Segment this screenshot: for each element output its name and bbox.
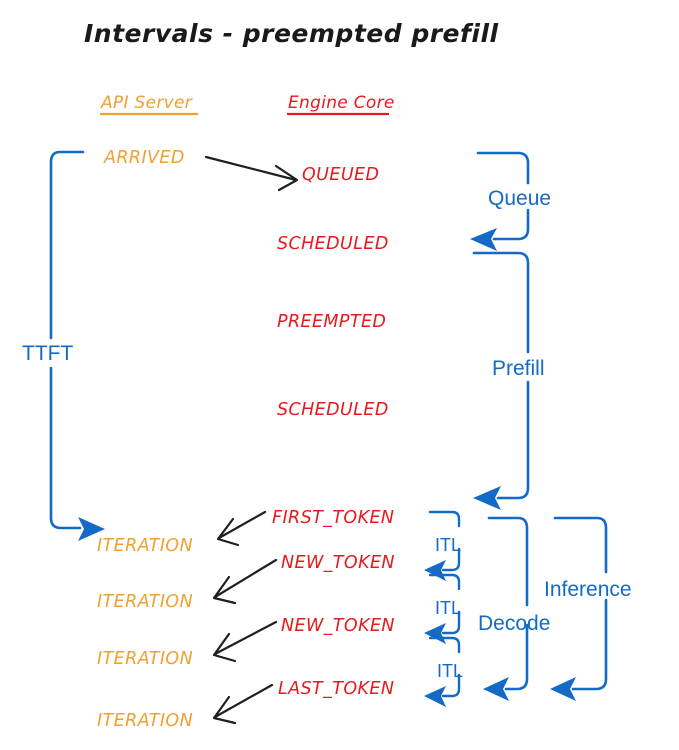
arrow-first-token-to-iteration [216,510,267,547]
ttft-arrowhead [78,517,105,541]
event-new-token-2: NEW_TOKEN [281,616,395,636]
event-queued: QUEUED [302,165,379,185]
arrow-new-token-2-to-iteration [212,620,278,663]
prefill-arrowhead [473,486,501,510]
interval-bracket-queue [470,151,530,251]
arrow-new-token-1-to-iteration [212,558,278,605]
interval-label-itl-2: ITL [435,598,461,618]
interval-label-queue: Queue [488,187,551,210]
interval-label-itl-3: ITL [437,661,463,681]
event-arrived: ARRIVED [103,148,185,168]
event-iteration-2: ITERATION [97,592,193,612]
interval-label-inference: Inference [544,578,632,601]
event-scheduled-2: SCHEDULED [277,400,389,420]
interval-bracket-itl-3 [424,636,461,707]
column-header-engine-core: Engine Core [288,93,395,113]
queue-arrowhead [470,228,497,251]
event-iteration-3: ITERATION [97,649,193,669]
event-iteration-4: ITERATION [97,711,193,731]
interval-bracket-ttft [49,150,105,541]
event-last-token: LAST_TOKEN [278,679,394,699]
event-preempted: PREEMPTED [277,312,386,332]
interval-bracket-inference [550,516,608,701]
interval-bracket-prefill [472,251,530,510]
column-header-api-server: API Server [100,93,193,113]
interval-label-prefill: Prefill [492,357,545,380]
interval-label-itl-1: ITL [435,535,461,555]
interval-bracket-decode [483,516,529,701]
event-first-token: FIRST_TOKEN [272,508,394,528]
arrow-last-token-to-iteration [212,683,274,725]
arrow-arrived-to-queued [204,155,299,192]
page-title: Intervals - preempted prefill [84,19,499,48]
event-new-token-1: NEW_TOKEN [281,553,395,573]
itl-3-arrowhead [424,686,446,707]
event-scheduled-1: SCHEDULED [277,234,389,254]
event-iteration-1: ITERATION [97,536,193,556]
interval-label-decode: Decode [478,612,550,635]
decode-arrowhead [483,677,509,701]
interval-label-ttft: TTFT [22,342,73,365]
inference-arrowhead [550,677,576,701]
